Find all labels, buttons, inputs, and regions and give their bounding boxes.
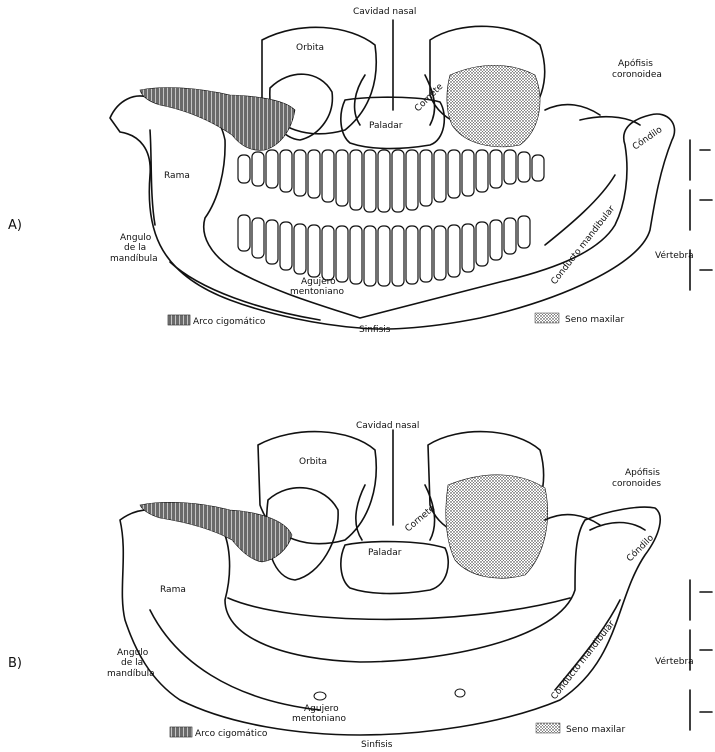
label-palate: Paladar	[368, 548, 402, 558]
legend-sinus-label: Seno maxilar	[565, 315, 624, 325]
label-mental-foramen-2: mentoniano	[290, 287, 344, 297]
legend-zygomatic-swatch	[168, 315, 190, 325]
label-orbit: Orbita	[299, 457, 327, 467]
section-label: B)	[8, 656, 22, 671]
label-angle-3: mandíbula	[107, 669, 155, 679]
legend-zygomatic-label: Arco cigomático	[193, 317, 266, 327]
label-palate: Paladar	[369, 121, 403, 131]
label-orbit: Orbita	[296, 43, 324, 53]
maxillary-sinus-dots	[447, 65, 540, 147]
vertebra-outline	[690, 140, 712, 290]
label-condyle: Cóndilo	[624, 532, 656, 564]
nasal-left	[355, 75, 365, 125]
legend-zygomatic-swatch	[170, 727, 192, 737]
label-coronoid-2: coronoidea	[612, 70, 662, 80]
label-condyle: Cóndilo	[630, 124, 664, 153]
legend-zygomatic-label: Arco cigomático	[195, 729, 268, 739]
label-ramus: Rama	[160, 585, 186, 595]
panel-a: A)	[8, 7, 712, 335]
label-symphysis: Sinfisis	[359, 325, 391, 335]
coronoid-line	[545, 105, 600, 115]
label-vertebra: Vértebra	[655, 656, 694, 667]
label-nasal-cavity: Cavidad nasal	[353, 7, 416, 17]
label-mental-foramen-2: mentoniano	[292, 714, 346, 724]
panel-b: B) Cavidad nasal Orbita Apófisis corono	[8, 421, 712, 750]
legend-sinus-swatch	[535, 313, 559, 323]
label-vertebra: Vértebra	[655, 250, 694, 261]
legend-sinus-swatch	[536, 723, 560, 733]
alveolar-ridge	[228, 598, 570, 619]
label-mental-foramen-1: Agujero	[304, 704, 339, 714]
zygomatic-arch-hatch	[140, 88, 295, 151]
label-concha: Cornete	[404, 503, 438, 534]
label-angle-1: Angulo	[117, 648, 149, 658]
legend-sinus-label: Seno maxilar	[566, 725, 625, 735]
maxillary-sinus-dots	[446, 475, 548, 578]
label-mandibular-canal: Conducto mandibular	[549, 204, 617, 287]
zygomatic-arch-hatch	[140, 502, 292, 562]
label-angle-2: de la	[124, 243, 146, 253]
label-nasal-cavity: Cavidad nasal	[356, 421, 419, 431]
label-symphysis: Sinfisis	[361, 740, 393, 750]
mental-foramen-marker	[314, 692, 326, 700]
lower-teeth	[238, 215, 530, 286]
label-coronoid-1: Apófisis	[625, 467, 660, 478]
label-ramus: Rama	[164, 171, 190, 181]
vertebra-outline	[690, 580, 712, 730]
coronoid-line	[545, 515, 600, 525]
label-mental-foramen-1: Agujero	[301, 277, 336, 287]
nasal-left	[356, 485, 365, 540]
label-mandibular-canal: Conducto mandibular	[549, 619, 617, 702]
mental-foramen-marker-right	[455, 689, 465, 697]
label-angle-1: Angulo	[120, 233, 152, 243]
upper-teeth	[238, 150, 544, 212]
section-label: A)	[8, 218, 22, 233]
label-angle-2: de la	[121, 658, 143, 668]
label-coronoid-1: Apófisis	[618, 58, 653, 69]
label-coronoid-2: coronoides	[612, 479, 661, 489]
label-angle-3: mandíbula	[110, 254, 158, 264]
